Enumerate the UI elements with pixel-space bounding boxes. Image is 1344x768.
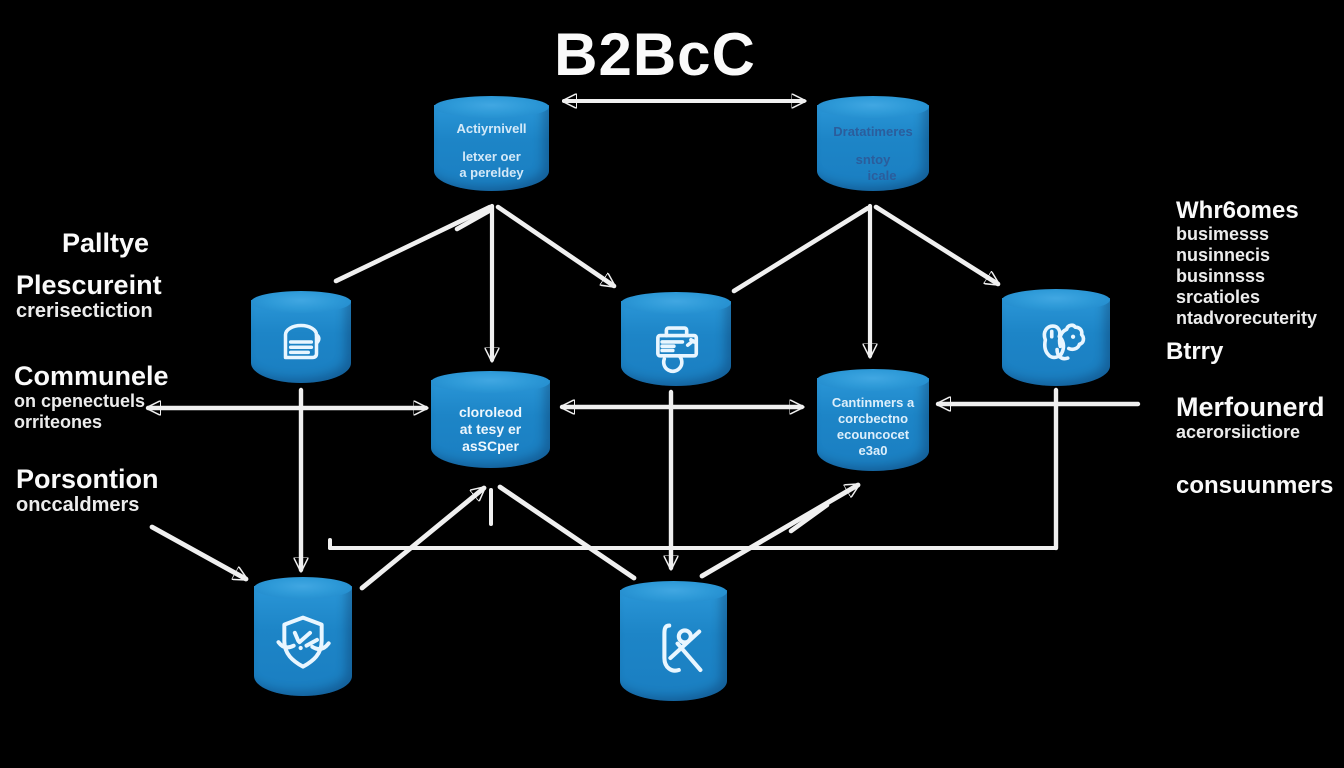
label-subtext: busimesss (1176, 224, 1270, 244)
label-heading: Porsontion (16, 464, 159, 494)
node-shield-cylinder (254, 577, 352, 696)
node-person-cylinder (620, 581, 727, 701)
label-group-palltye: Palltye (62, 228, 149, 258)
label-group-btrry: Btrry (1166, 338, 1223, 365)
node-label: letxer oer (462, 149, 521, 164)
node-label: Cantinmers a (831, 395, 915, 410)
label-heading: Plescureint (16, 270, 162, 300)
node-document-cylinder (251, 291, 351, 383)
arrow-shield-up-to-node (359, 488, 484, 591)
label-subtext: orriteones (14, 412, 103, 432)
arrow-person-up-to-node (699, 482, 858, 579)
document-lines-icon (270, 310, 332, 372)
label-group-merfounerd: Merfounerd acerorsiictiore (1176, 392, 1325, 443)
label-subtext: on cpenectuels (14, 391, 146, 411)
cylinder-cap (1002, 289, 1110, 311)
node-label: Actiyrnivell (456, 121, 527, 136)
cylinder-body (817, 378, 929, 471)
node-mail-cylinder (621, 292, 731, 386)
label-heading: Palltye (62, 228, 150, 258)
cylinder-body (431, 380, 550, 468)
label-subtext: nusinnecis (1176, 245, 1271, 265)
mail-note-icon (644, 311, 708, 375)
node-mid-left-cylinder: cloroleod at tesy er asSCper (431, 371, 550, 468)
node-label: at tesy er (459, 421, 522, 437)
cylinder-cap (251, 291, 351, 313)
node-support-cylinder (1002, 289, 1110, 386)
cylinder-body (620, 590, 727, 701)
node-mid-right-cylinder: Cantinmers a corcbectno ecouncocet e3a0 (817, 369, 929, 471)
label-heading: Merfounerd (1176, 392, 1325, 422)
line-node-to-person (497, 484, 637, 581)
label-heading: consuunmers (1176, 472, 1334, 499)
line-topleft-to-doc (333, 204, 493, 284)
label-group-communele: Communele on cpenectuels orriteones (14, 361, 169, 433)
node-label: Dratatimeres (833, 124, 913, 139)
cylinder-cap (620, 581, 727, 603)
cylinder-body (434, 105, 549, 191)
label-group-consuunmers: consuunmers (1176, 472, 1333, 499)
cylinder-cap (817, 96, 929, 118)
cylinder-cap (817, 369, 929, 391)
line-topleft-stray (454, 208, 492, 232)
cylinder-body (817, 105, 929, 191)
node-label: a pereldey (459, 165, 524, 180)
diagram-title: B2BcC (554, 21, 756, 88)
label-subtext: ntadvorecuterity (1176, 308, 1318, 328)
line-topright-to-mail (731, 205, 871, 294)
node-label: corcbectno (837, 411, 909, 426)
shield-check-icon (268, 606, 338, 676)
abstract-support-icon (1024, 309, 1088, 373)
cylinder-body (1002, 298, 1110, 386)
label-subtext: onccaldmers (16, 494, 140, 516)
cylinder-cap (434, 96, 549, 118)
line-stray-diagonal (788, 502, 830, 534)
arrow-topright-to-blob (873, 204, 998, 287)
person-check-icon (638, 610, 710, 682)
label-group-whrbomes: Whr6omes busimesss nusinnecis businnsss … (1176, 197, 1344, 329)
cylinder-cap (621, 292, 731, 314)
node-label: ecouncocet (836, 427, 910, 442)
cylinder-cap (254, 577, 352, 599)
node-label: icale (867, 168, 897, 183)
label-subtext: acerorsiictiore (1176, 422, 1301, 442)
node-top-left-cylinder: Actiyrnivell letxer oer a pereldey (434, 96, 549, 191)
label-subtext: businnsss srcatioles (1176, 266, 1266, 307)
cylinder-cap (431, 371, 550, 393)
arrow-porsontion-to-shield (149, 524, 246, 582)
label-group-plescureint: Plescureint crerisectiction (16, 270, 162, 323)
node-label: sntoy (855, 152, 891, 167)
arrow-topleft-to-mail (495, 204, 614, 289)
node-top-right-cylinder: Dratatimeres sntoy icale (817, 96, 929, 191)
label-group-porsontion: Porsontion onccaldmers (16, 464, 159, 517)
label-heading: Communele (14, 361, 169, 391)
label-heading: Btrry (1166, 338, 1224, 365)
label-heading: Whr6omes (1176, 197, 1299, 224)
node-label: cloroleod (458, 404, 522, 420)
node-label: asSCper (462, 438, 519, 454)
node-label: e3a0 (858, 443, 888, 458)
label-subtext: crerisectiction (16, 300, 153, 322)
